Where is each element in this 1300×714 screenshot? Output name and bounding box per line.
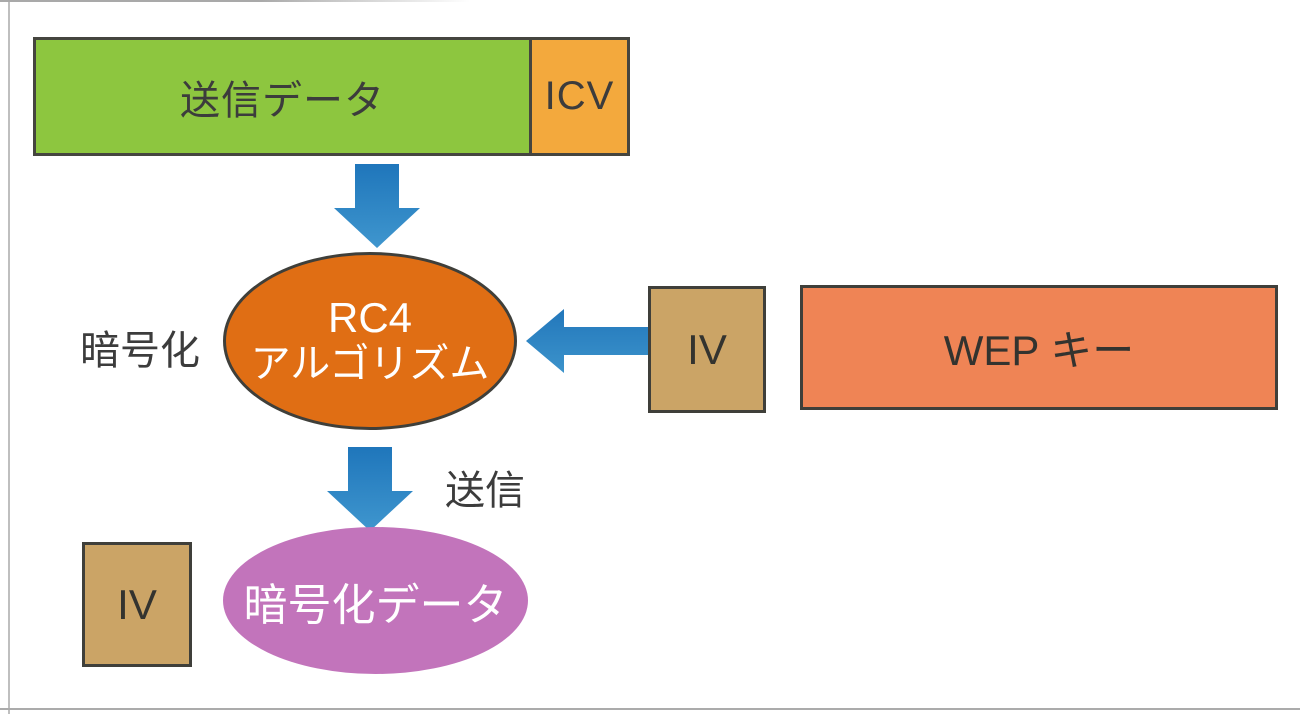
figure-frame-left-line xyxy=(8,0,10,714)
encrypt-label: 暗号化 xyxy=(80,329,200,373)
encrypted-data-label: 暗号化データ xyxy=(243,580,508,630)
left-arrow-icon xyxy=(526,309,648,373)
iv-input-label: IV xyxy=(687,325,727,373)
send-label: 送信 xyxy=(445,469,525,513)
icv-segment: ICV xyxy=(529,40,627,153)
wep-key-label: WEP キー xyxy=(943,327,1135,374)
figure-frame-bottom-line xyxy=(0,708,1300,710)
iv-box-output: IV xyxy=(82,542,192,667)
send-data-bar: 送信データ ICV xyxy=(33,37,630,156)
iv-box-input: IV xyxy=(648,286,766,413)
iv-output-label: IV xyxy=(117,580,157,628)
wep-key-box: WEP キー xyxy=(800,285,1278,410)
encrypted-data-node: 暗号化データ xyxy=(223,527,528,674)
figure-frame-top-line xyxy=(0,0,470,2)
send-data-segment: 送信データ xyxy=(36,40,529,153)
rc4-algorithm-node: RC4 アルゴリズム xyxy=(223,252,517,430)
down-arrow-icon xyxy=(327,447,413,531)
send-data-label: 送信データ xyxy=(180,78,385,123)
rc4-label-line1: RC4 xyxy=(327,293,413,341)
down-arrow-icon xyxy=(334,164,420,248)
rc4-label-line2: アルゴリズム xyxy=(250,342,490,387)
icv-label: ICV xyxy=(544,74,615,118)
